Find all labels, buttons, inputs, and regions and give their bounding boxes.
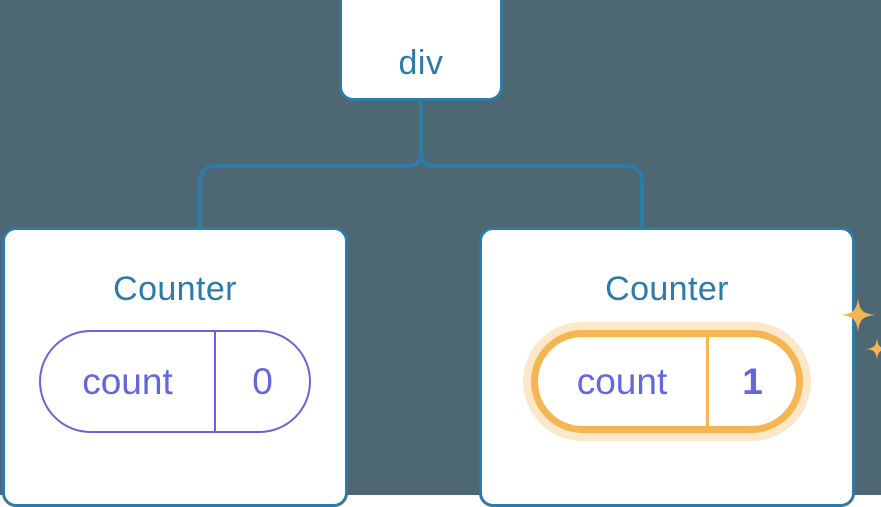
node-counter-left[interactable]: Counter count 0 — [2, 227, 348, 507]
node-div[interactable]: div — [339, 0, 503, 101]
node-div-label: div — [398, 44, 444, 82]
state-pill-left-value: 0 — [252, 361, 273, 402]
state-pill-left[interactable]: count 0 — [39, 330, 311, 433]
node-counter-right[interactable]: Counter count 1 — [479, 227, 881, 507]
state-pill-right-key: count — [538, 337, 709, 426]
node-counter-right-title: Counter — [605, 270, 729, 308]
state-pill-right[interactable]: count 1 — [531, 330, 803, 433]
state-pill-wrap-right: count 1 — [482, 298, 881, 433]
state-pill-right-value: 1 — [742, 361, 763, 402]
state-pill-left-key: count — [41, 332, 216, 431]
state-pill-wrap-left: count 0 — [5, 330, 345, 433]
connector-lines — [198, 98, 644, 229]
node-counter-left-title: Counter — [113, 270, 237, 308]
